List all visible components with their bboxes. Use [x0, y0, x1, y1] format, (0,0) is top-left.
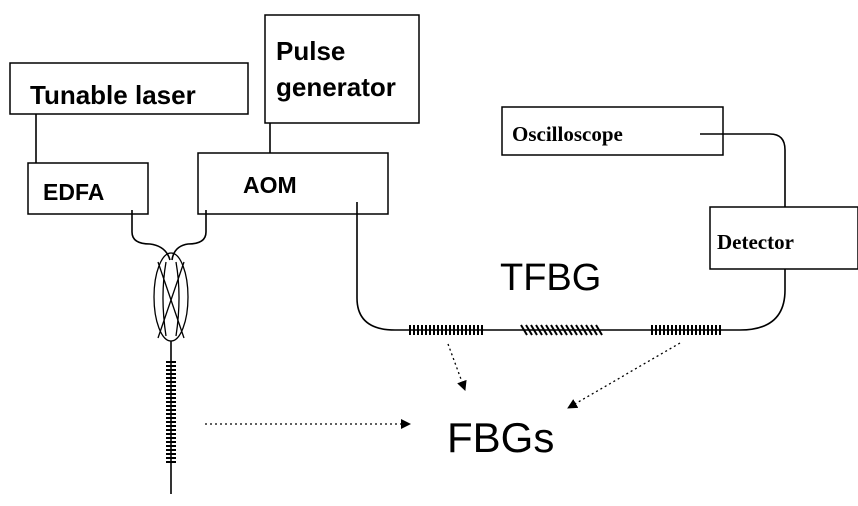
tunable-laser-box: Tunable laser	[9, 62, 249, 115]
pulse-generator-box: Pulse generator	[264, 14, 420, 124]
edfa-fiber	[131, 210, 171, 261]
edfa-box: EDFA	[27, 162, 149, 215]
tilted-grating-tick	[535, 324, 543, 336]
tfbg-grating	[520, 324, 603, 336]
tilted-grating-tick	[575, 324, 583, 336]
tilted-grating-tick	[595, 324, 603, 336]
tilted-grating-tick	[590, 324, 598, 336]
tilted-grating-tick	[545, 324, 553, 336]
oscilloscope-box: Oscilloscope	[501, 106, 724, 156]
fbg-right-arrow	[567, 342, 681, 409]
oscilloscope-detector-link	[700, 133, 786, 207]
fbg-left-arrow	[447, 343, 467, 391]
tilted-grating-tick	[565, 324, 573, 336]
tilted-grating-tick	[585, 324, 593, 336]
tilted-grating-tick	[560, 324, 568, 336]
fbg-left	[409, 325, 483, 335]
fbg-right	[651, 325, 721, 335]
tilted-grating-tick	[530, 324, 538, 336]
tilted-grating-tick	[555, 324, 563, 336]
pulse-generator-label-line1: Pulse	[276, 36, 345, 66]
tilted-grating-tick	[525, 324, 533, 336]
tfbg-fiber-loop	[356, 202, 786, 331]
tunable-laser-label: Tunable laser	[30, 80, 196, 110]
aom-box: AOM	[197, 152, 389, 215]
aom-input-fiber	[171, 210, 207, 261]
tilted-grating-tick	[520, 324, 528, 336]
pulse-generator-label-line2: generator	[276, 72, 396, 102]
tilted-grating-tick	[550, 324, 558, 336]
fbgs-label: FBGs	[447, 414, 554, 461]
tilted-grating-tick	[570, 324, 578, 336]
oscilloscope-label: Oscilloscope	[512, 122, 623, 146]
detector-box: Detector	[709, 206, 858, 270]
fiber-coupler	[153, 252, 189, 342]
tilted-grating-tick	[540, 324, 548, 336]
edfa-label: EDFA	[43, 179, 104, 205]
aom-label: AOM	[243, 172, 297, 198]
vertical-fbg	[166, 361, 176, 463]
tfbg-label: TFBG	[500, 257, 601, 299]
tilted-grating-tick	[580, 324, 588, 336]
detector-label: Detector	[717, 230, 794, 254]
